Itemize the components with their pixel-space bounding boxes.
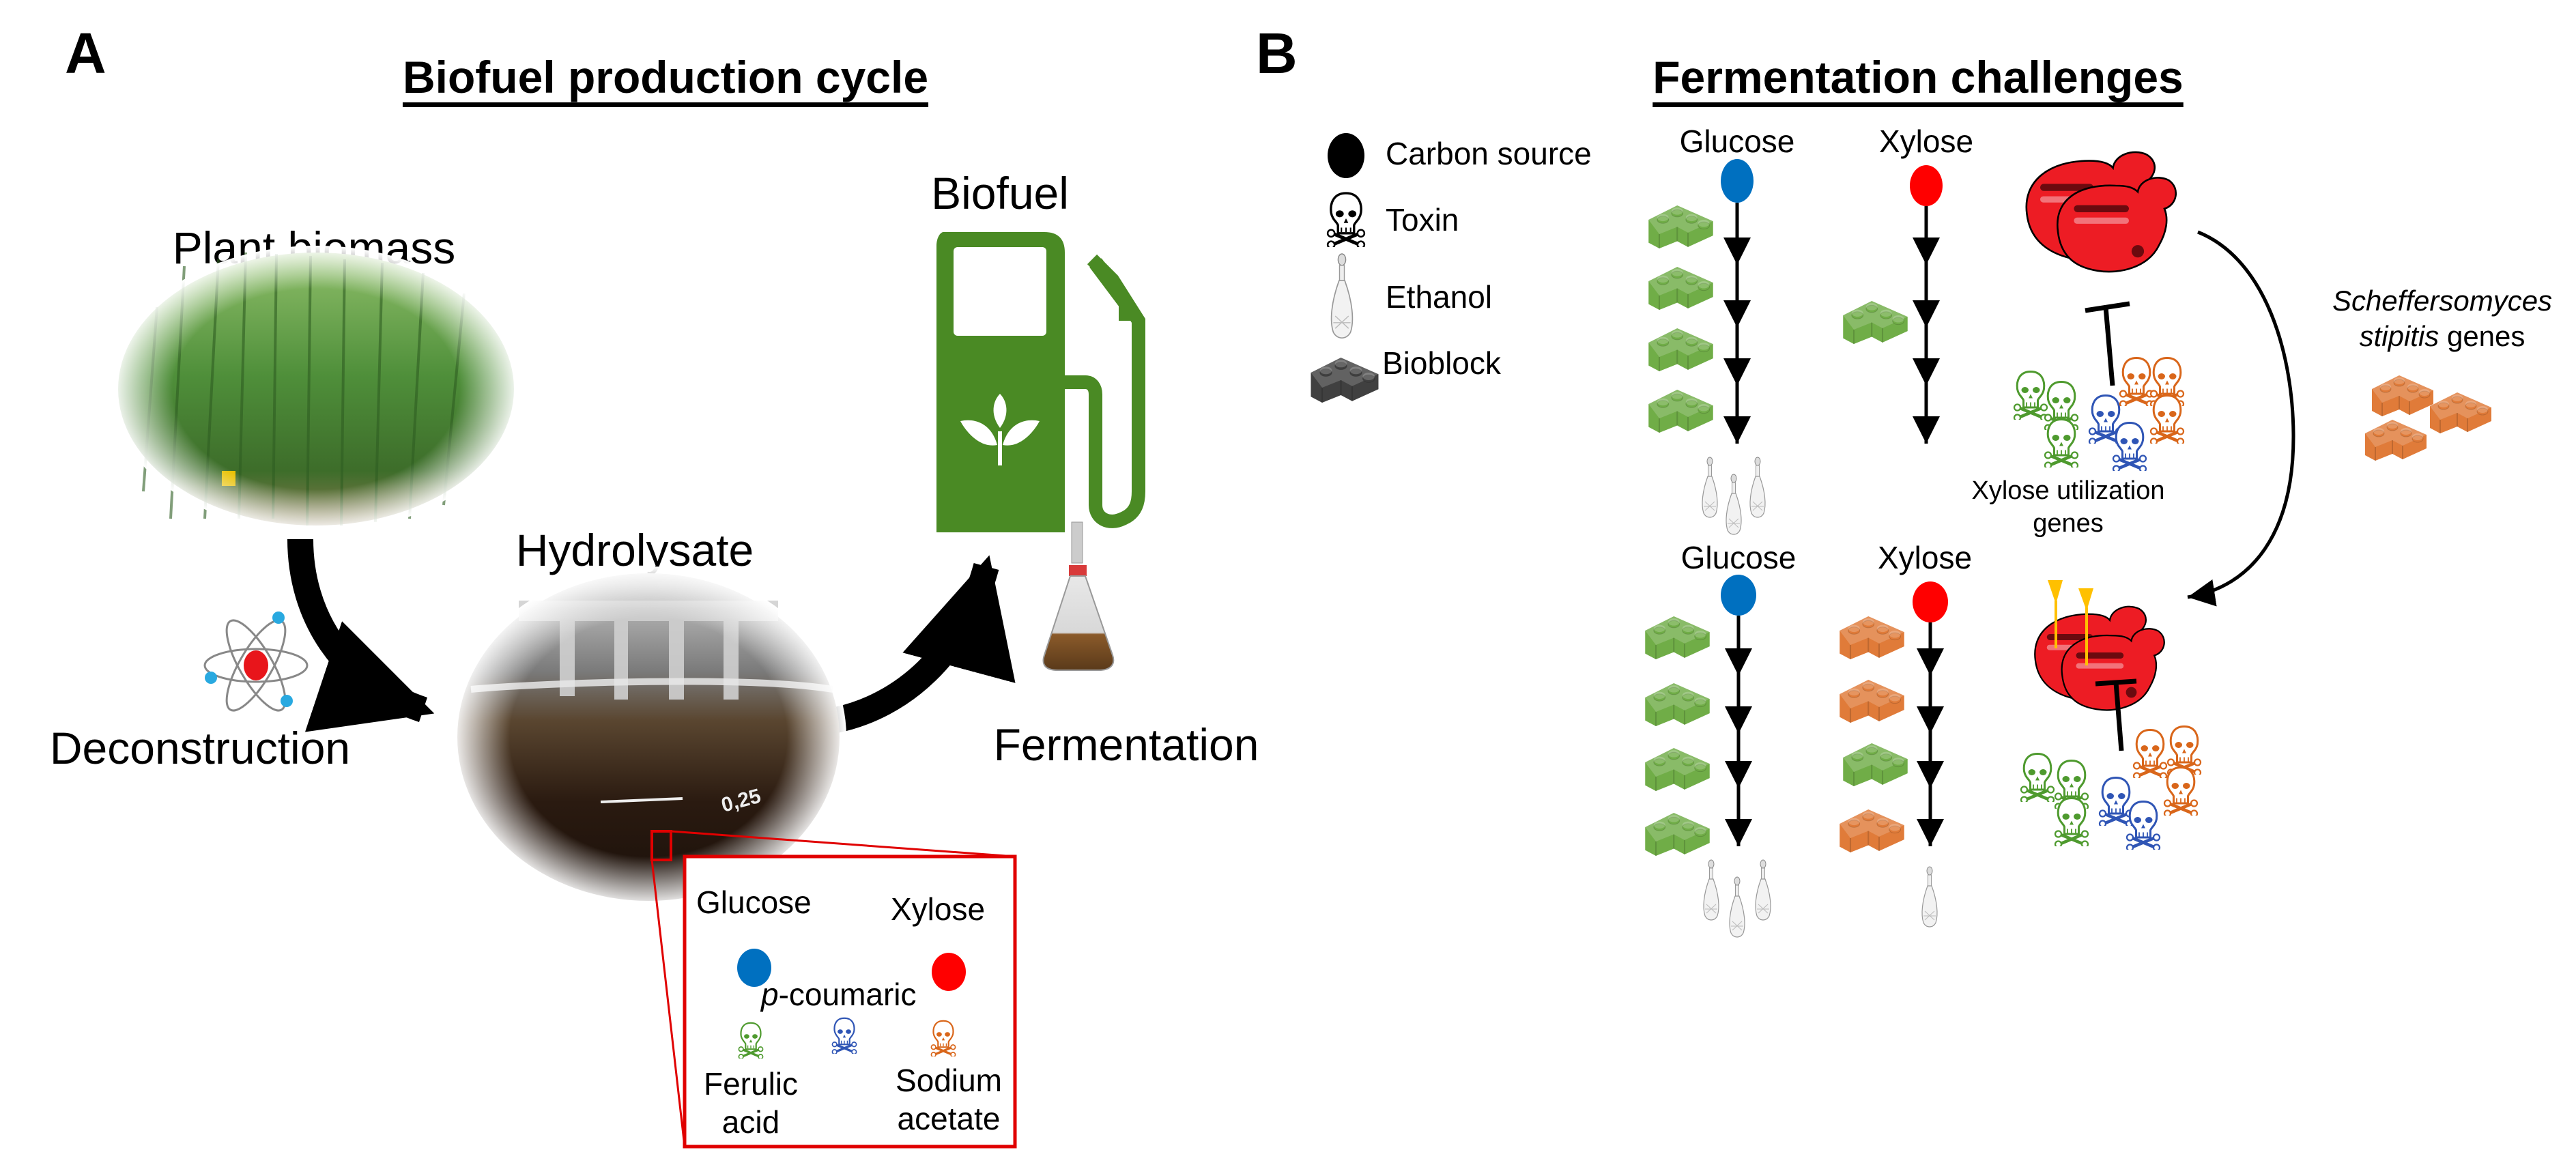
top-glucose-label: Glucose bbox=[1679, 124, 1795, 159]
inset-xylose-dot bbox=[932, 953, 966, 991]
inset-connector-right bbox=[670, 830, 1016, 858]
top-ethanol-icon-2 bbox=[1726, 474, 1742, 535]
stipitis-gene-blocks bbox=[2364, 375, 2492, 461]
legend-carbon-source-icon bbox=[1328, 133, 1364, 178]
bottom-ethanol-icon-3 bbox=[1755, 859, 1771, 921]
panel-a-title: Biofuel production cycle bbox=[402, 52, 929, 102]
gene-transfer-arrow bbox=[2187, 230, 2295, 607]
legend-toxin-icon bbox=[1328, 193, 1364, 248]
coumaric-suffix: -coumaric bbox=[778, 977, 917, 1012]
hydrolysate-image: 0,25 bbox=[450, 566, 846, 908]
legend-toxin-label: Toxin bbox=[1386, 202, 1459, 238]
legend-bioblock-label: Bioblock bbox=[1382, 345, 1501, 381]
stipitis-genes-label: Scheffersomyces stipitis genes bbox=[2332, 283, 2552, 354]
ferulic-line2: acid bbox=[721, 1104, 780, 1140]
bottom-inhibition-bar bbox=[2095, 678, 2137, 751]
ferulic-line1: Ferulic bbox=[703, 1066, 799, 1102]
panel-a-letter: A bbox=[65, 21, 106, 85]
inset-glucose-dot bbox=[737, 949, 771, 987]
top-ethanol-icon-3 bbox=[1749, 457, 1766, 518]
bottom-glucose-block-4 bbox=[1644, 811, 1711, 856]
bottom-glucose-label: Glucose bbox=[1680, 540, 1797, 575]
inset-xylose-label: Xylose bbox=[891, 891, 986, 927]
bottom-xylose-block-3 bbox=[1842, 742, 1908, 786]
top-glucose-block-2 bbox=[1648, 265, 1714, 310]
top-glucose-dot bbox=[1721, 159, 1754, 203]
zoom-region-box bbox=[650, 830, 672, 861]
panel-b-letter: B bbox=[1256, 21, 1298, 85]
inset-connector-left bbox=[650, 859, 686, 1147]
bottom-glucose-block-3 bbox=[1644, 747, 1711, 791]
bottom-xylose-label: Xylose bbox=[1877, 540, 1973, 575]
top-xylose-label: Xylose bbox=[1878, 124, 1974, 159]
xylose-util-line2: genes bbox=[2033, 509, 2104, 538]
biofuel-label: Biofuel bbox=[931, 168, 1069, 218]
bottom-ethanol-icon-4 bbox=[1921, 866, 1938, 927]
top-yeast-icon bbox=[2025, 151, 2177, 273]
legend-ethanol-icon bbox=[1330, 253, 1354, 339]
top-inhibition-bar bbox=[2085, 301, 2130, 386]
species-genus: Scheffersomyces bbox=[2332, 285, 2553, 317]
xylose-gene-markers bbox=[2048, 580, 2093, 665]
top-glucose-block-3 bbox=[1648, 327, 1714, 371]
deconstruction-label: Deconstruction bbox=[49, 723, 351, 773]
bottom-xylose-block-1 bbox=[1839, 615, 1905, 659]
sodium-line1: Sodium bbox=[896, 1063, 1002, 1098]
bottom-glucose-block-2 bbox=[1644, 682, 1711, 726]
species-epithet: stipitis bbox=[2359, 320, 2439, 352]
bottom-glucose-dot bbox=[1721, 575, 1756, 616]
legend-carbon-source-label: Carbon source bbox=[1386, 136, 1592, 171]
legend-bioblock-icon bbox=[1310, 356, 1379, 403]
panel-b-title: Fermentation challenges bbox=[1652, 52, 2184, 102]
bottom-xylose-block-2 bbox=[1839, 678, 1905, 723]
bottom-ethanol-icon-2 bbox=[1729, 876, 1745, 938]
inset-p-coumaric-label: p-coumaric bbox=[761, 976, 917, 1013]
bottom-xylose-block-4 bbox=[1839, 808, 1905, 852]
inset-glucose-label: Glucose bbox=[696, 884, 812, 920]
fermentation-label: Fermentation bbox=[993, 719, 1259, 770]
top-glucose-block-4 bbox=[1648, 388, 1714, 433]
bottom-yeast-icon bbox=[2034, 605, 2165, 711]
fermentation-flask-icon bbox=[1042, 521, 1115, 671]
arrow-biomass-to-hydrolysate bbox=[287, 538, 435, 732]
xylose-util-line1: Xylose utilization bbox=[1971, 476, 2165, 505]
genes-suffix: genes bbox=[2439, 320, 2525, 352]
top-toxin-cluster bbox=[2014, 358, 2184, 472]
arrow-hydrolysate-to-biofuel bbox=[833, 555, 1016, 733]
plant-biomass-image bbox=[111, 246, 521, 532]
atom-icon bbox=[203, 612, 309, 712]
xylose-utilization-genes-label: Xylose utilization genes bbox=[1971, 474, 2164, 540]
top-glucose-block-1 bbox=[1648, 204, 1714, 248]
sodium-line2: acetate bbox=[897, 1101, 1001, 1136]
top-xylose-block bbox=[1842, 300, 1908, 344]
legend-ethanol-label: Ethanol bbox=[1386, 279, 1493, 315]
bottom-toxin-cluster bbox=[2021, 727, 2201, 851]
top-xylose-dot bbox=[1910, 165, 1943, 206]
bottom-glucose-block-1 bbox=[1644, 615, 1711, 659]
p-prefix: p bbox=[761, 977, 779, 1012]
biofuel-pump-icon bbox=[936, 232, 1145, 532]
bottom-ethanol-icon-1 bbox=[1703, 859, 1719, 921]
top-ethanol-icon-1 bbox=[1702, 457, 1718, 518]
inset-box bbox=[683, 854, 1017, 1149]
bottom-xylose-dot bbox=[1913, 581, 1948, 622]
